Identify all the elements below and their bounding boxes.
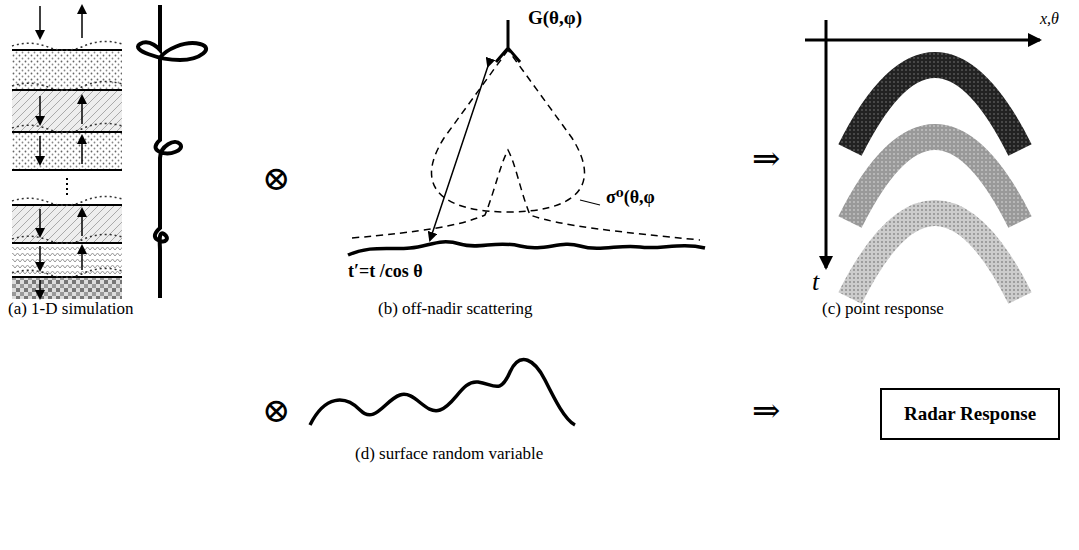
label: x,θ	[1040, 10, 1059, 28]
label: σ⁰(θ,φ	[606, 188, 655, 208]
point-response-plot	[805, 20, 1040, 298]
box-label: Radar Response	[904, 403, 1036, 425]
label: (b) off-nadir scattering	[378, 300, 533, 319]
label: (c) point response	[822, 300, 944, 319]
label: G(θ,φ)	[528, 8, 582, 29]
scattering-geometry	[348, 20, 705, 255]
label: (d) surface random variable	[355, 445, 543, 464]
layered-medium	[12, 5, 206, 299]
random-surface	[310, 360, 575, 425]
label: ⊗	[262, 160, 291, 197]
label: (a) 1-D simulation	[8, 300, 134, 319]
label: t	[812, 268, 819, 297]
label: ⊗	[262, 392, 291, 429]
label: ⇒	[752, 140, 781, 177]
label: ⇒	[752, 392, 781, 429]
label: t′=t /cos θ	[348, 262, 423, 282]
result-box: Radar Response	[880, 388, 1060, 440]
